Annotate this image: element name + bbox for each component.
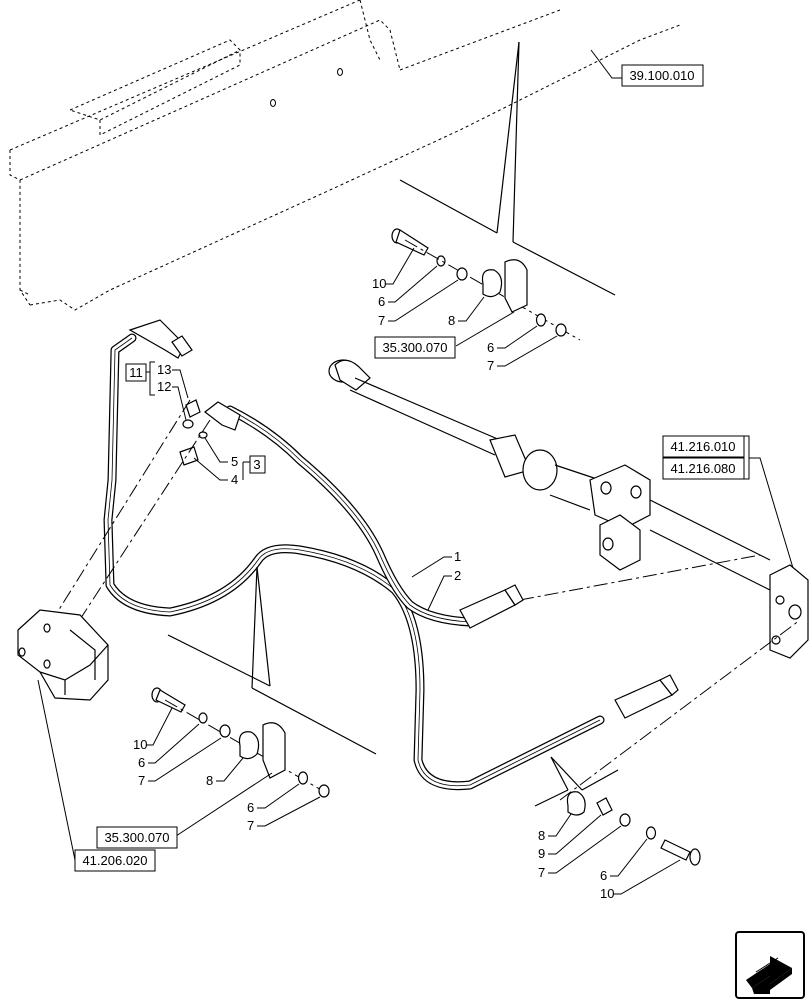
svg-text:41.206.020: 41.206.020 — [82, 853, 147, 868]
svg-text:3: 3 — [253, 457, 260, 472]
left-bracket — [17, 609, 109, 701]
hose-2 — [204, 401, 475, 627]
callouts-bottom-right: 8 9 7 6 10 — [538, 813, 681, 901]
ref-box-41-216-010[interactable]: 41.216.010 — [662, 435, 745, 458]
nut-top — [456, 267, 468, 281]
washer-bottom-right — [645, 826, 657, 840]
hose-fitting-right-lower — [614, 674, 679, 719]
svg-text:35.300.070: 35.300.070 — [382, 340, 447, 355]
ref-box-35-300-070-top[interactable]: 35.300.070 — [374, 336, 456, 359]
svg-text:6: 6 — [138, 755, 145, 770]
nut-top-b — [555, 323, 567, 337]
svg-text:35.300.070: 35.300.070 — [104, 830, 169, 845]
nut-bottom-right — [619, 813, 631, 827]
bolt-bottom-right — [660, 839, 701, 866]
svg-text:7: 7 — [378, 313, 385, 328]
frame-beam — [9, 0, 681, 311]
hose-1 — [103, 319, 605, 791]
svg-text:12: 12 — [157, 379, 171, 394]
clamp-top — [481, 259, 528, 313]
bottom-left-mount-group — [151, 566, 377, 798]
svg-text:5: 5 — [231, 454, 238, 469]
top-mount-group — [391, 41, 616, 341]
callouts-fittings: 11 13 12 5 3 4 — [125, 361, 266, 487]
spacer-bottom-right — [596, 797, 613, 816]
svg-text:8: 8 — [206, 773, 213, 788]
ref-box-11[interactable]: 11 — [125, 363, 147, 382]
svg-text:9: 9 — [538, 846, 545, 861]
clamp-bottom-left — [238, 722, 286, 779]
bolt-top — [391, 228, 429, 256]
adapter-fittings — [39, 399, 211, 651]
washer-bottom-left — [198, 712, 208, 724]
nut-bottom-left-b — [318, 784, 330, 798]
bottom-right-mount-group — [534, 756, 701, 866]
washer-top-b — [535, 313, 547, 327]
ref-box-39-100-010[interactable]: 39.100.010 — [621, 64, 704, 87]
washer-top — [436, 255, 446, 267]
svg-text:6: 6 — [600, 868, 607, 883]
svg-text:10: 10 — [133, 737, 147, 752]
hose-fitting-right-upper — [459, 584, 524, 629]
svg-text:2: 2 — [454, 568, 461, 583]
svg-text:7: 7 — [487, 358, 494, 373]
washer-bottom-left-b — [297, 771, 309, 785]
svg-text:7: 7 — [538, 865, 545, 880]
svg-text:6: 6 — [247, 800, 254, 815]
ref-box-35-300-070-bottom[interactable]: 35.300.070 — [96, 826, 178, 849]
callouts-top: 10 6 7 8 6 7 — [372, 247, 558, 373]
callouts-hoses: 1 2 — [411, 549, 461, 611]
callouts-bottom-left: 10 6 7 8 6 7 — [133, 707, 321, 837]
svg-text:7: 7 — [247, 818, 254, 833]
svg-text:39.100.010: 39.100.010 — [629, 68, 694, 83]
svg-text:8: 8 — [538, 828, 545, 843]
ref-box-41-206-020[interactable]: 41.206.020 — [74, 849, 156, 872]
svg-text:6: 6 — [378, 294, 385, 309]
svg-text:10: 10 — [600, 886, 614, 901]
svg-text:41.216.080: 41.216.080 — [670, 461, 735, 476]
svg-text:8: 8 — [448, 313, 455, 328]
bolt-bottom-left — [151, 687, 186, 713]
svg-text:13: 13 — [157, 362, 171, 377]
ref-box-3[interactable]: 3 — [249, 455, 266, 474]
hydraulic-cylinder — [328, 359, 809, 801]
clamp-bottom-right — [566, 791, 586, 816]
svg-text:6: 6 — [487, 340, 494, 355]
svg-text:7: 7 — [138, 773, 145, 788]
nut-bottom-left — [219, 724, 231, 738]
next-page-arrow-icon[interactable] — [735, 931, 805, 999]
svg-text:41.216.010: 41.216.010 — [670, 439, 735, 454]
svg-text:10: 10 — [372, 276, 386, 291]
ref-box-41-216-080[interactable]: 41.216.080 — [662, 457, 745, 480]
svg-text:1: 1 — [454, 549, 461, 564]
svg-text:4: 4 — [231, 472, 238, 487]
svg-text:11: 11 — [129, 365, 143, 380]
